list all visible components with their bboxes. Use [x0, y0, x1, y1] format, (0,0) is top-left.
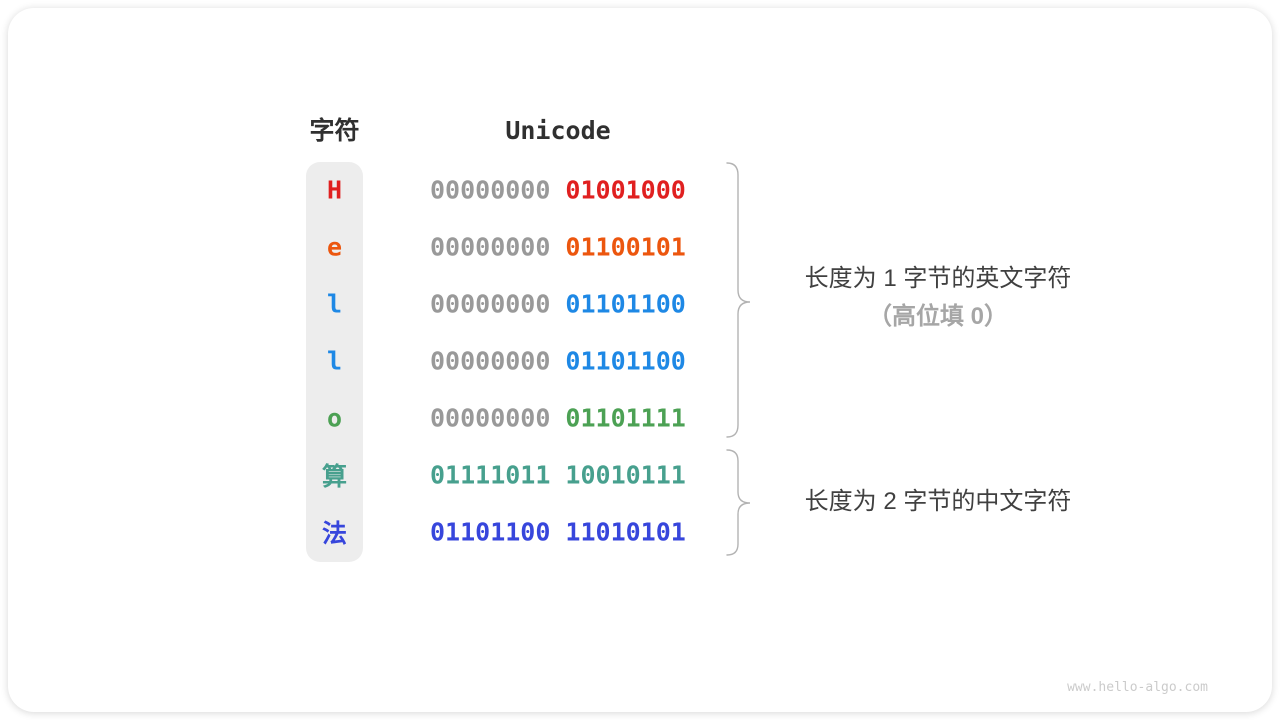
- column-header-char: 字符: [309, 117, 360, 145]
- table-row: e 00000000 01100101: [306, 219, 986, 276]
- curly-brace-english-icon: [726, 162, 751, 438]
- high-byte: 00000000: [430, 289, 551, 319]
- character-cell: l: [326, 346, 343, 376]
- high-byte: 00000000: [430, 175, 551, 205]
- table-row: l 00000000 01101100: [306, 333, 986, 390]
- low-byte: 11010101: [565, 517, 686, 547]
- character-cell: l: [326, 289, 343, 319]
- character-cell: H: [326, 175, 343, 205]
- unicode-bytes: 00000000 01101100: [430, 290, 686, 319]
- low-byte: 01100101: [565, 232, 686, 262]
- unicode-bytes: 01101100 11010101: [430, 517, 686, 546]
- column-header-unicode: Unicode: [505, 116, 611, 145]
- table-row: l 00000000 01101100: [306, 276, 986, 333]
- low-byte: 01001000: [565, 175, 686, 205]
- annotation-english-line1: 长度为 1 字节的英文字符: [804, 265, 1072, 292]
- annotation-chinese: 长度为 2 字节的中文字符: [770, 488, 1106, 516]
- annotation-english: 长度为 1 字节的英文字符 （高位填 0）: [770, 260, 1106, 336]
- annotation-chinese-line1: 长度为 2 字节的中文字符: [804, 488, 1072, 515]
- unicode-bytes: 01111011 10010111: [430, 460, 686, 489]
- unicode-bytes: 00000000 01101100: [430, 347, 686, 376]
- curly-brace-chinese-icon: [726, 449, 751, 556]
- unicode-bytes: 00000000 01001000: [430, 176, 686, 205]
- unicode-bytes: 00000000 01101111: [430, 404, 686, 433]
- high-byte: 00000000: [430, 346, 551, 376]
- character-cell: o: [326, 403, 343, 433]
- character-cell: e: [326, 232, 343, 262]
- table-row: 算 01111011 10010111: [306, 446, 986, 503]
- table-row: H 00000000 01001000: [306, 162, 986, 219]
- braces-graphic: [726, 162, 751, 556]
- low-byte: 01101111: [565, 403, 686, 433]
- low-byte: 10010111: [565, 460, 686, 490]
- table-row: 法 01101100 11010101: [306, 503, 986, 560]
- annotation-english-line2: （高位填 0）: [867, 303, 1008, 330]
- unicode-bytes: 00000000 01100101: [430, 233, 686, 262]
- character-cell: 法: [321, 518, 347, 548]
- encoding-table: H 00000000 01001000 e 00000000 01100101 l …: [306, 162, 986, 560]
- low-byte: 01101100: [565, 346, 686, 376]
- table-row: o 00000000 01101111: [306, 390, 986, 447]
- low-byte: 01101100: [565, 289, 686, 319]
- high-byte: 01111011: [430, 460, 551, 490]
- high-byte: 00000000: [430, 403, 551, 433]
- high-byte: 01101100: [430, 517, 551, 547]
- watermark: www.hello-algo.com: [1067, 680, 1208, 695]
- high-byte: 00000000: [430, 232, 551, 262]
- character-cell: 算: [321, 461, 347, 491]
- char-column-background: [306, 162, 363, 562]
- diagram-card: 字符 Unicode H 00000000 01001000 e 00000000…: [8, 8, 1272, 712]
